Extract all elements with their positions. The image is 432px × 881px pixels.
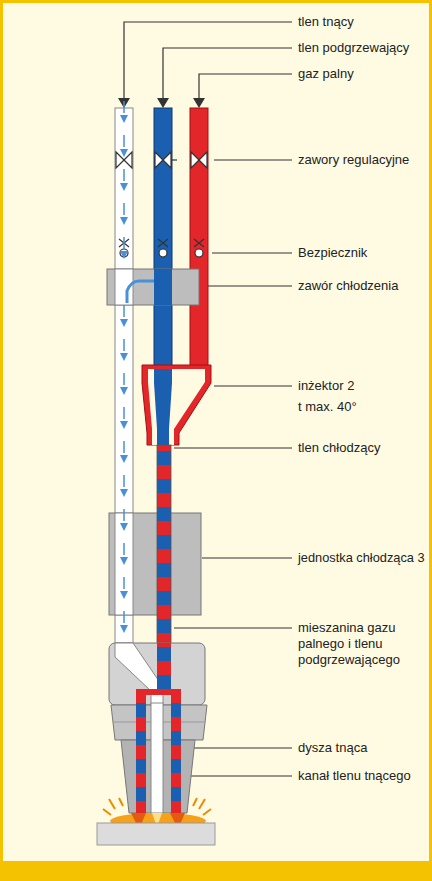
cooling-valve	[107, 269, 199, 305]
cutting-oxygen-channel	[151, 703, 163, 813]
regulating-valves	[116, 152, 207, 168]
cutting-oxygen-tube	[115, 108, 133, 643]
part-label: Bezpiecznik	[298, 245, 426, 261]
part-label: t max. 40°	[298, 399, 426, 415]
part-label: tlen chłodzący	[298, 440, 426, 456]
part-label: gaz palny	[298, 66, 426, 82]
part-label: tlen tnący	[298, 14, 426, 30]
injector	[142, 365, 211, 445]
bottom-band	[3, 861, 429, 878]
part-label: dysza tnąca	[298, 740, 426, 756]
part-label: kanał tlenu tnącego	[298, 768, 426, 784]
part-label: inżektor 2	[298, 378, 426, 394]
safety-devices	[119, 239, 204, 257]
fuel-gas-tube	[190, 108, 208, 366]
cooling-unit	[109, 513, 201, 615]
nozzle-head	[109, 643, 205, 705]
part-label: mieszanina gazu palnego i tlenu podgrzew…	[298, 620, 406, 668]
heating-oxygen-tube	[154, 108, 172, 271]
workpiece	[97, 823, 215, 845]
part-label: tlen podgrzewający	[298, 40, 426, 56]
part-label: jednostka chłodząca 3	[298, 550, 426, 566]
inlet-arrows	[118, 98, 205, 108]
mixture-tube	[157, 445, 171, 689]
part-label: zawór chłodzenia	[298, 278, 426, 294]
cooling-flow-arrows	[120, 101, 128, 633]
part-label: zawory regulacyjne	[298, 152, 426, 168]
